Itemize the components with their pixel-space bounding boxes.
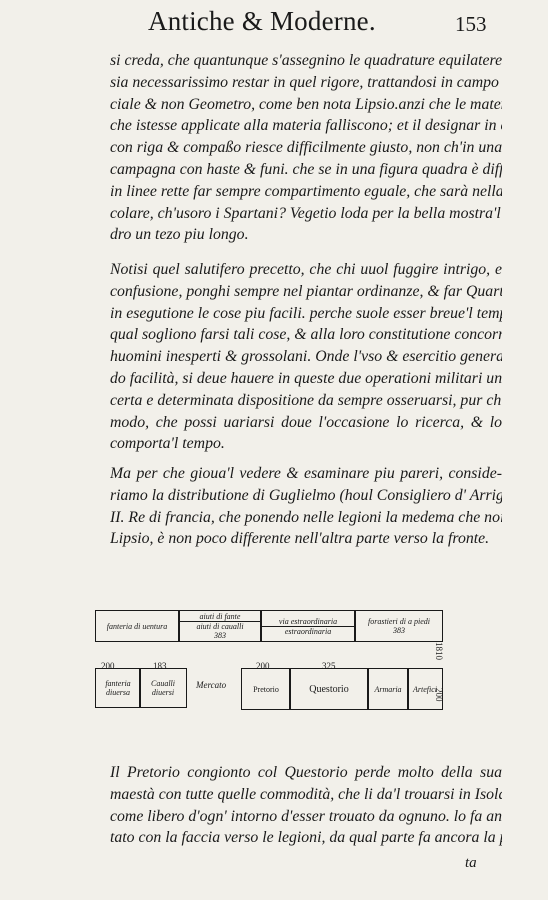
diagram-side-number: 1810 <box>434 642 444 660</box>
paragraph-3: Ma per che gioua'l vedere & esaminare pi… <box>110 463 502 550</box>
text-line: tato con la faccia verso le legioni, da … <box>110 829 502 847</box>
diagram-box-top-label: aiuti di fante <box>180 612 260 622</box>
diagram-box-armaria: Armaria <box>367 668 409 710</box>
page-number: 153 <box>455 12 487 36</box>
text-line: Il Pretorio congionto col Questorio perd… <box>110 764 502 781</box>
diagram-box-aiuti-caualli: aiuti di fante aiuti di caualli 383 <box>179 610 261 642</box>
text-line: Notisi quel salutifero precetto, che chi… <box>110 261 502 278</box>
text-line: in esegutione le cose piu facili. perche… <box>110 304 502 322</box>
running-head-title: Antiche & Moderne. <box>148 6 376 36</box>
text-line: dro un tezo piu longo. <box>110 226 249 244</box>
text-line: huomini inesperti & grossolani. Onde l'v… <box>110 348 502 366</box>
paragraph-1: si creda, che quantunque s'assegnino le … <box>110 50 502 246</box>
diagram-number: 325 <box>322 661 336 671</box>
text-line: si creda, che quantunque s'assegnino le … <box>110 52 502 69</box>
text-line: confusione, ponghi sempre nel piantar or… <box>110 282 502 300</box>
diagram-box-fanteria-diuersa: fanteria diuersa <box>95 668 141 708</box>
text-line: in linee rette far sempre compartimento … <box>110 182 502 200</box>
diagram-number: 200 <box>101 661 115 671</box>
text-line: maestà con tutte quelle commodità, che l… <box>110 785 502 803</box>
diagram-box-pretorio: Pretorio <box>241 668 291 710</box>
diagram-box-forastieri: forastieri di a piedi 383 <box>355 610 443 642</box>
diagram-box-fanteria-ventura: fanteria di uentura <box>95 610 179 642</box>
text-line: colare, ch'usoro i Spartani? Vegetio lod… <box>110 204 502 222</box>
text-line: che istesse applicate alla materia falli… <box>110 117 502 135</box>
diagram-box-estraordinaria: via estraordinaria estraordinaria <box>261 610 355 642</box>
diagram-number: 200 <box>256 661 270 671</box>
diagram-box-caualli-diuersi: Caualli diuersi <box>139 668 187 708</box>
text-line: modo, che possi uariarsi doue l'occasion… <box>110 413 502 453</box>
paragraph-4: Il Pretorio congionto col Questorio perd… <box>110 762 502 849</box>
diagram-number: 183 <box>153 661 167 671</box>
text-line: certa e determinata dispositione da semp… <box>110 391 502 409</box>
diagram-label-mercato: Mercato <box>196 680 227 690</box>
text-line: con riga & compaßo riesce difficilmente … <box>110 139 502 157</box>
diagram-box-questorio: Questorio <box>289 668 369 710</box>
text-line: II. Re di francia, che ponendo nelle leg… <box>110 508 502 526</box>
text-line: do facilità, si deue hauere in queste du… <box>110 369 502 387</box>
diagram-box-top-label: via estraordinaria <box>262 617 354 627</box>
paragraph-2: Notisi quel salutifero precetto, che chi… <box>110 259 502 455</box>
text-line: Ma per che gioua'l vedere & esaminare pi… <box>110 465 502 482</box>
text-line: come libero d'ogn' intorno d'esser troua… <box>110 807 502 825</box>
text-line: ciale & non Geometro, come ben nota Lips… <box>110 95 502 113</box>
text-line: qual sogliono farsi tali cose, & alla lo… <box>110 326 502 344</box>
text-line: campagna con haste & funi. che se in una… <box>110 160 502 178</box>
diagram-side-number: 200 <box>434 688 444 702</box>
text-line: Lipsio, è non poco differente nell'altra… <box>110 530 490 548</box>
diagram-box-artefici: Artefici <box>407 668 443 710</box>
text-line: sia necessarissimo restar in quel rigore… <box>110 73 502 91</box>
text-line: riamo la distributione di Guglielmo (hou… <box>110 486 502 504</box>
camp-layout-diagram: fanteria di uentura aiuti di fante aiuti… <box>95 598 450 716</box>
catchword: ta <box>465 855 477 871</box>
